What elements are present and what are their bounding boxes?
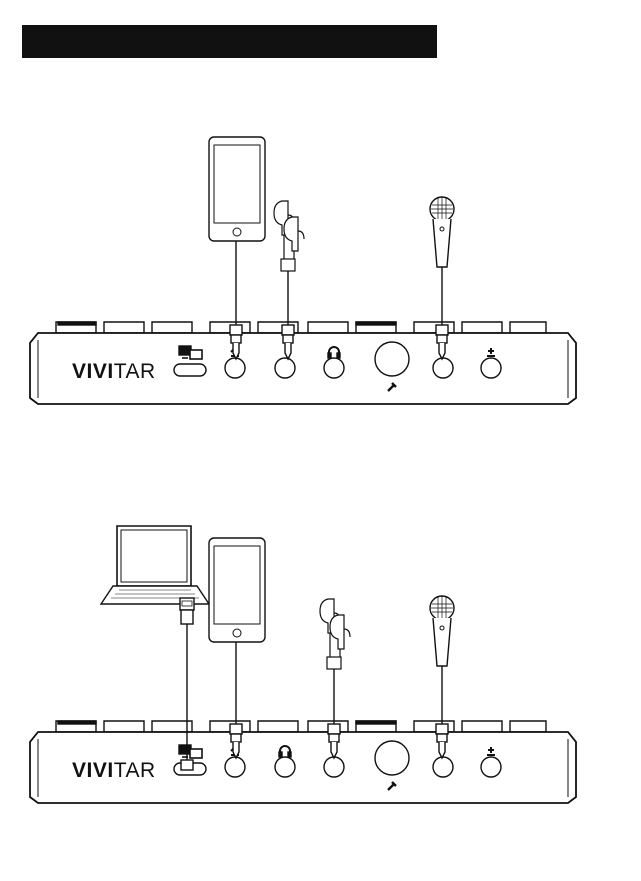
headphone-port-bottom[interactable] (275, 757, 295, 777)
diagram-bottom: VIVITAR (30, 526, 576, 803)
diagram-top: VIVITAR (30, 137, 576, 404)
brand-logo-bold-bottom: VIVI (72, 759, 114, 782)
aux-in-port[interactable] (225, 358, 245, 378)
usb-cable-icon (180, 598, 194, 624)
earphones-icon (320, 599, 350, 669)
earphones-icon (274, 201, 304, 271)
brand-logo-light-bottom: TAR (114, 759, 156, 782)
microphone-icon (430, 197, 454, 275)
mic-2-port[interactable] (481, 358, 501, 378)
smartphone-icon (209, 538, 265, 642)
laptop-icon (101, 526, 209, 604)
mic-volume-knob[interactable] (375, 342, 409, 376)
usb-c-port[interactable] (174, 364, 206, 376)
usb-c-plug (181, 760, 193, 770)
earphone-port-bottom[interactable] (324, 757, 344, 777)
headphone-port[interactable] (324, 358, 344, 378)
smartphone-icon (209, 137, 265, 241)
mic-volume-knob-bottom[interactable] (375, 741, 409, 775)
brand-logo-light: TAR (114, 360, 156, 383)
mic-in-port[interactable] (433, 358, 453, 378)
mic-in-port-bottom[interactable] (433, 757, 453, 777)
microphone-icon (430, 596, 454, 674)
earphone-port[interactable] (275, 358, 295, 378)
brand-logo-bold: VIVI (72, 360, 114, 383)
mic-2-port-bottom[interactable] (481, 757, 501, 777)
brand-logo-bottom: VIVITAR (72, 759, 156, 782)
aux-in-port-bottom[interactable] (225, 757, 245, 777)
brand-logo: VIVITAR (72, 360, 156, 383)
